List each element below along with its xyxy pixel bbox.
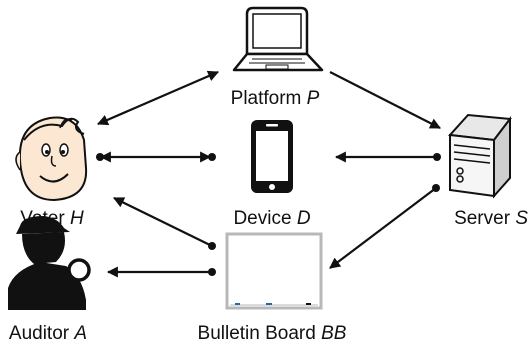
edge-bulletin-board-voter bbox=[113, 197, 216, 250]
device-name: Device bbox=[233, 208, 291, 229]
edge-dot-device-side bbox=[208, 153, 216, 161]
edge-voter-platform bbox=[96, 70, 220, 126]
smartphone-icon bbox=[251, 120, 293, 193]
auditor-name: Auditor bbox=[9, 323, 70, 344]
edge-dot-voter-side bbox=[96, 153, 104, 161]
laptop-icon bbox=[232, 6, 324, 72]
bulletin-board-name: Bulletin Board bbox=[198, 323, 316, 344]
platform-symbol: P bbox=[307, 88, 320, 109]
platform-label: Platform P bbox=[231, 88, 320, 109]
edge-dot-server-board bbox=[432, 184, 440, 192]
edge-dot-server-device bbox=[433, 153, 441, 161]
device-symbol: D bbox=[297, 208, 311, 229]
voter-face-icon bbox=[15, 116, 88, 202]
auditor-symbol: A bbox=[73, 323, 87, 344]
server-tower-icon bbox=[447, 113, 512, 199]
edge-platform-server bbox=[329, 71, 441, 129]
edge-server-bulletin-board bbox=[329, 184, 440, 269]
edge-dot-board-auditor bbox=[208, 268, 216, 276]
detective-icon bbox=[8, 216, 91, 310]
voter-symbol: H bbox=[70, 208, 84, 229]
bulletin-board-label: Bulletin Board BB bbox=[198, 323, 347, 344]
bulletin-board-symbol: BB bbox=[321, 323, 347, 344]
device-label: Device D bbox=[233, 208, 310, 229]
edge-bulletin-board-auditor bbox=[106, 266, 216, 278]
voter-label: Voter H bbox=[20, 208, 84, 229]
server-symbol: S bbox=[515, 208, 528, 229]
whiteboard-icon bbox=[225, 232, 323, 310]
auditor-label: Auditor A bbox=[9, 323, 87, 344]
platform-name: Platform bbox=[231, 88, 302, 109]
edge-server-device bbox=[334, 151, 441, 163]
server-label: Server S bbox=[454, 208, 528, 229]
edge-voter-device bbox=[96, 151, 216, 163]
voter-name: Voter bbox=[20, 208, 65, 229]
server-name: Server bbox=[454, 208, 511, 229]
edge-dot-board-voter bbox=[208, 242, 216, 250]
